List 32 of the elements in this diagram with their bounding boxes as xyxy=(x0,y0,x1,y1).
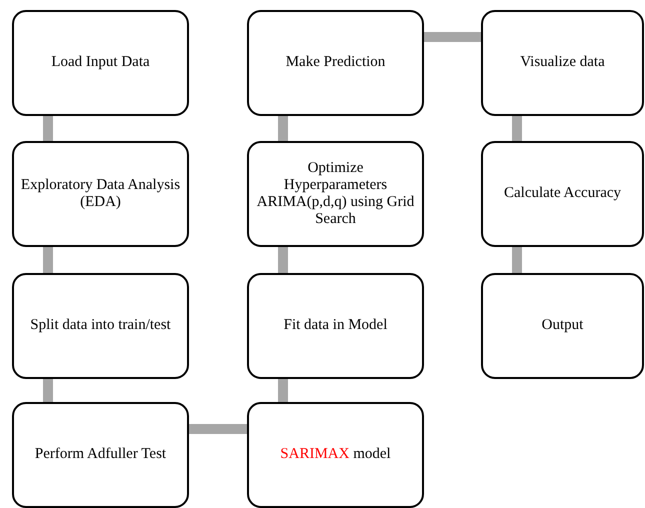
process-box xyxy=(12,10,189,116)
connector-bar xyxy=(424,32,481,42)
process-box xyxy=(481,141,644,247)
process-box xyxy=(247,273,424,379)
step-label: Calculate Accuracy xyxy=(504,185,622,203)
process-box xyxy=(12,402,189,508)
step-label: Exploratory Data Analysis (EDA) xyxy=(20,176,181,212)
step-label: Perform Adfuller Test xyxy=(34,446,166,464)
connector-bar xyxy=(278,379,288,402)
step-label: Fit data in Model xyxy=(284,317,388,335)
process-box xyxy=(481,273,644,379)
connector-bar xyxy=(43,116,53,141)
connector-bar xyxy=(512,116,522,141)
connector-bar xyxy=(512,247,522,273)
process-box xyxy=(247,10,424,116)
process-box xyxy=(247,402,424,508)
step-label: Load Input Data xyxy=(51,54,150,72)
connector-bar xyxy=(189,424,247,434)
process-box xyxy=(247,141,424,247)
connector-bar xyxy=(278,247,288,273)
step-label: SARIMAX model xyxy=(280,446,391,464)
process-box xyxy=(481,10,644,116)
connector-bar xyxy=(43,379,53,402)
process-box xyxy=(12,273,189,379)
step-label: Make Prediction xyxy=(286,54,386,72)
step-label: Visualize data xyxy=(520,54,605,72)
process-box xyxy=(12,141,189,247)
connector-bar xyxy=(278,116,288,141)
step-label: Output xyxy=(542,317,584,335)
step-label: Split data into train/test xyxy=(30,317,171,335)
connector-bar xyxy=(43,247,53,273)
step-label: Optimize Hyperparameters ARIMA(p,d,q) using Grid Search xyxy=(256,160,416,228)
